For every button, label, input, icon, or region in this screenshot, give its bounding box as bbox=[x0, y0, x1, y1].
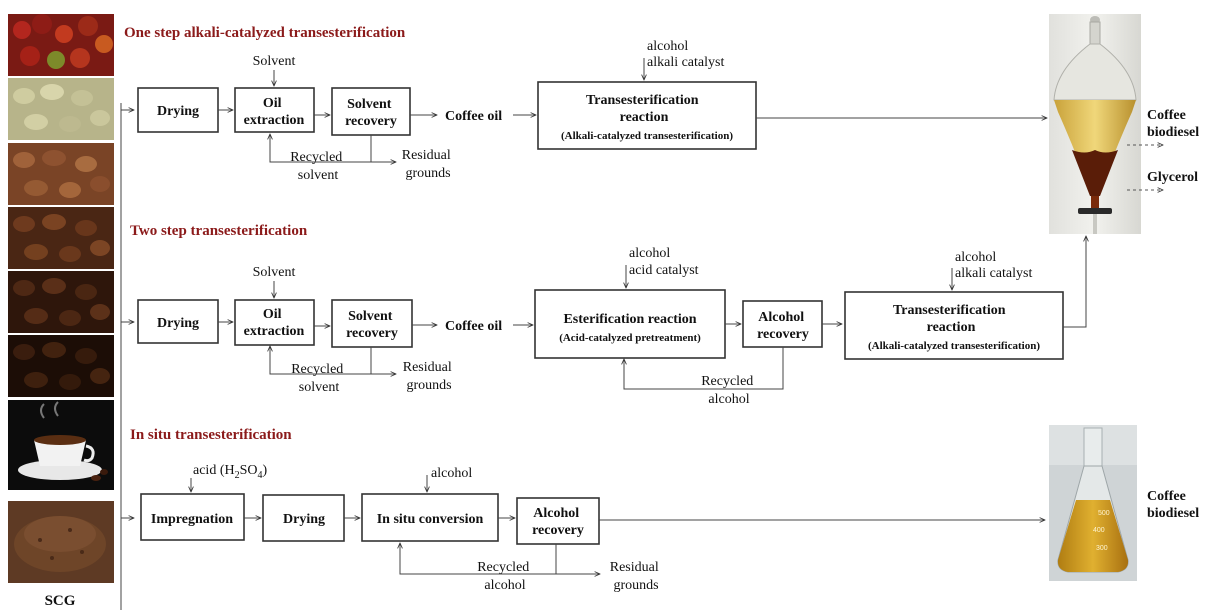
drying-label-2: Drying bbox=[157, 316, 199, 331]
recycled-solvent-label: Recycled solvent bbox=[290, 150, 346, 183]
coffee-biodiesel-output-bottom: Coffee biodiesel bbox=[1147, 489, 1199, 521]
coffee-images-strip: SCG bbox=[8, 14, 114, 609]
section-title-one-step: One step alkali-catalyzed transesterific… bbox=[124, 25, 406, 41]
transesterification-box-1 bbox=[537, 81, 757, 150]
coffee-biodiesel-output-top: Coffee biodiesel bbox=[1147, 108, 1199, 140]
recycled-alcohol-label-2: Recycled alcohol bbox=[701, 374, 757, 407]
oil-extraction-box-2 bbox=[234, 299, 315, 346]
transesterification-label-1: Transesterification reaction bbox=[586, 93, 702, 125]
glycerol-output: Glycerol bbox=[1147, 170, 1198, 185]
row-in-situ: acid (H2SO4) Impregnation Drying alcohol… bbox=[140, 463, 1045, 593]
esterification-sub: (Acid-catalyzed pretreatment) bbox=[559, 332, 701, 344]
esterification-label: Esterification reaction bbox=[563, 312, 696, 327]
impregnation-label: Impregnation bbox=[151, 512, 233, 527]
residual-grounds-label-3: Residual grounds bbox=[610, 560, 663, 593]
oil-extraction-box bbox=[234, 87, 315, 133]
alcohol-acid-input-label: alcohol acid catalyst bbox=[629, 246, 699, 278]
solvent-recovery-box-2 bbox=[331, 299, 413, 348]
solvent-recovery-label: Solvent recovery bbox=[345, 97, 397, 129]
separatory-funnel-image bbox=[1049, 14, 1141, 234]
alcohol-alkali-input-label: alcohol alkali catalyst bbox=[647, 39, 724, 70]
row-one-step: Drying Solvent Oil extraction Solvent re… bbox=[137, 39, 1047, 183]
in-situ-conversion-label: In situ conversion bbox=[377, 512, 484, 527]
recycled-alcohol-label-3: Recycled alcohol bbox=[477, 560, 533, 593]
alcohol-recovery-label-3: Alcohol recovery bbox=[532, 506, 584, 538]
svg-text:500: 500 bbox=[1098, 510, 1110, 517]
in-situ-conversion-box bbox=[361, 493, 499, 542]
svg-text:400: 400 bbox=[1093, 527, 1105, 534]
transesterification-sub-1: (Alkali-catalyzed transesterification) bbox=[561, 130, 733, 142]
residual-grounds-label-2: Residual grounds bbox=[403, 360, 456, 393]
coffee-oil-label-2: Coffee oil bbox=[445, 319, 502, 334]
acid-h2so4-label: acid (H2SO4) bbox=[193, 463, 268, 481]
solvent-input-label: Solvent bbox=[253, 54, 296, 69]
transesterification-box-2 bbox=[844, 291, 1064, 360]
solvent-input-label-2: Solvent bbox=[253, 265, 296, 280]
residual-grounds-label: Residual grounds bbox=[402, 148, 455, 181]
alcohol-input-label-3: alcohol bbox=[431, 466, 472, 481]
section-title-in-situ: In situ transesterification bbox=[130, 427, 292, 443]
scg-label: SCG bbox=[45, 593, 76, 609]
transesterification-sub-2: (Alkali-catalyzed transesterification) bbox=[868, 340, 1040, 352]
impregnation-box bbox=[140, 493, 245, 541]
drying-label: Drying bbox=[157, 104, 199, 119]
section-title-two-step: Two step transesterification bbox=[130, 223, 308, 239]
esterification-box bbox=[534, 289, 726, 359]
oil-extraction-label: Oil extraction bbox=[244, 96, 305, 128]
drying-label-3: Drying bbox=[283, 512, 325, 527]
drying-box-3 bbox=[262, 494, 345, 542]
row-two-step: Drying Solvent Oil extraction Solvent re… bbox=[137, 236, 1086, 407]
erlenmeyer-flask-image: 500 400 300 bbox=[1049, 425, 1137, 581]
recycled-solvent-label-2: Recycled solvent bbox=[291, 362, 347, 395]
oil-extraction-label-2: Oil extraction bbox=[244, 307, 305, 339]
alcohol-recovery-box-3 bbox=[516, 497, 600, 545]
alcohol-alkali-input-label-2: alcohol alkali catalyst bbox=[955, 250, 1032, 281]
svg-text:300: 300 bbox=[1096, 545, 1108, 552]
transesterification-label-2: Transesterification reaction bbox=[893, 303, 1009, 335]
coffee-oil-label: Coffee oil bbox=[445, 109, 502, 124]
alcohol-recovery-label-2: Alcohol recovery bbox=[757, 310, 809, 342]
solvent-recovery-label-2: Solvent recovery bbox=[346, 309, 398, 341]
